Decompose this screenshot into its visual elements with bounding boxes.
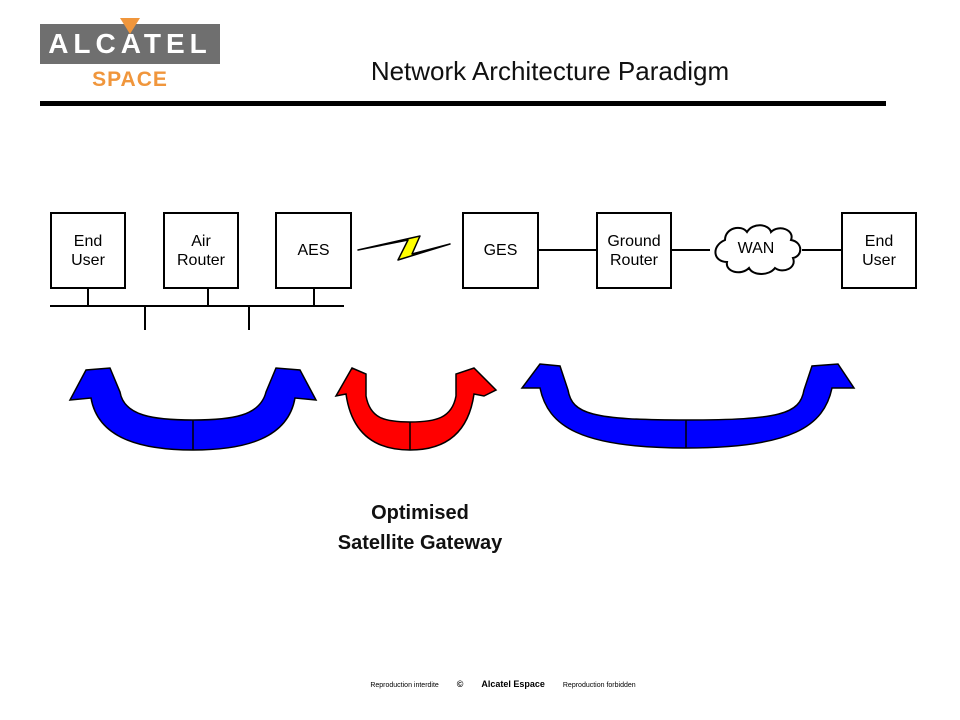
- caption-line-1: Optimised: [371, 502, 469, 524]
- alcatel-space-logo: ALCATEL SPACE: [40, 18, 220, 96]
- logo-subtitle: SPACE: [92, 68, 168, 91]
- page-title: Network Architecture Paradigm: [370, 56, 730, 86]
- end-user-left-node: End User: [50, 212, 126, 289]
- cloud-icon: [714, 224, 802, 275]
- caption-line-2: Satellite Gateway: [337, 532, 503, 554]
- lightning-bolt-icon: [357, 235, 451, 261]
- aes-node: AES: [275, 212, 352, 289]
- satellite-arrow: [334, 367, 498, 451]
- title-rule: [40, 101, 886, 106]
- air-router-node: Air Router: [163, 212, 239, 289]
- logo-triangle-icon: [120, 18, 140, 34]
- end-to-end-arrow-right: [520, 363, 856, 449]
- wan-cloud: WAN: [707, 220, 805, 278]
- footer: Reproduction interdite © Alcatel Espace …: [0, 679, 960, 689]
- ground-router-node: Ground Router: [596, 212, 672, 289]
- end-user-right-node: End User: [841, 212, 917, 289]
- footer-right-text: Reproduction forbidden: [562, 682, 636, 689]
- footer-company: Alcatel Espace: [481, 679, 545, 689]
- wan-label: WAN: [737, 240, 775, 257]
- footer-left-text: Reproduction interdite: [370, 682, 439, 689]
- gateway-caption: Optimised Satellite Gateway: [290, 498, 550, 558]
- footer-copyright: ©: [456, 679, 464, 689]
- ges-node: GES: [462, 212, 539, 289]
- end-to-end-arrow-left: [68, 367, 318, 451]
